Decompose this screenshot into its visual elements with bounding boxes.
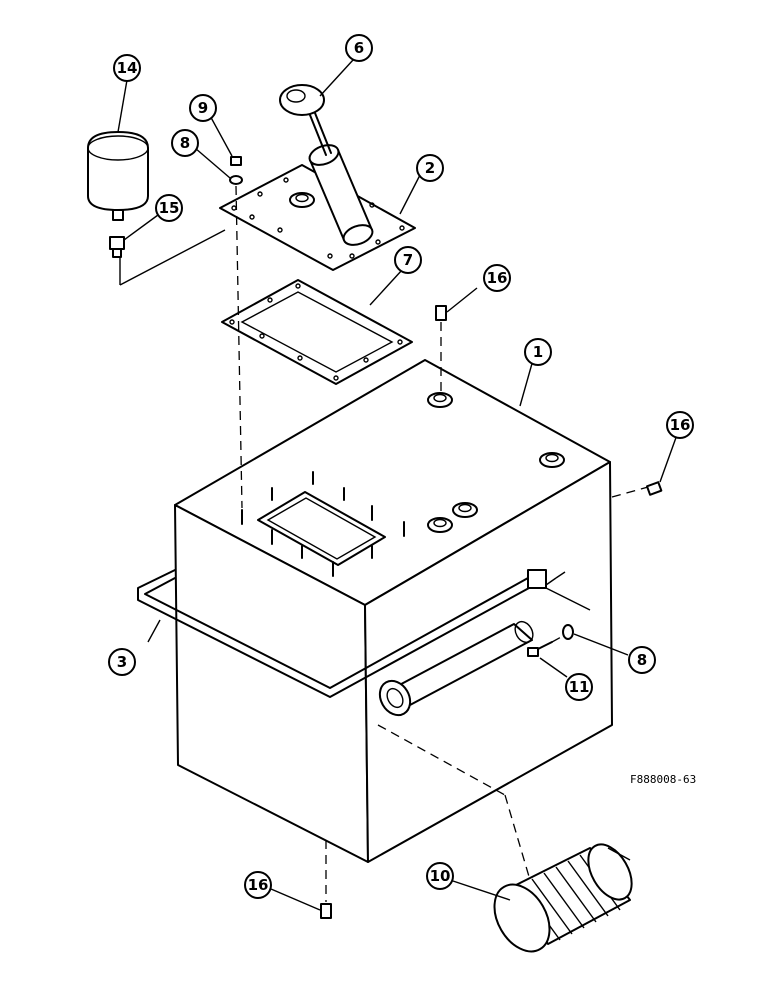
callout-label: 14 (117, 59, 138, 77)
callout-16-right: 16 (666, 411, 694, 439)
callout-14: 14 (113, 54, 141, 82)
callout-9: 9 (189, 94, 217, 122)
plug-bottom (320, 903, 332, 919)
drawing-code: F888008-63 (630, 773, 696, 786)
callout-leaders (117, 59, 679, 911)
inspection-opening (257, 491, 386, 566)
plug-top (435, 305, 447, 321)
callout-label: 6 (354, 39, 364, 57)
callout-3: 3 (108, 648, 136, 676)
callout-1: 1 (524, 338, 552, 366)
breather (87, 131, 149, 221)
callout-11: 11 (565, 673, 593, 701)
gasket (221, 279, 413, 385)
callout-label: 8 (637, 651, 647, 669)
cover-plate (219, 164, 416, 271)
callout-label: 10 (430, 867, 451, 885)
suction-pipe (378, 620, 534, 717)
callout-15: 15 (155, 194, 183, 222)
assembly-lines (235, 185, 649, 902)
callout-6: 6 (345, 34, 373, 62)
plug-right (645, 481, 663, 496)
callout-label: 16 (670, 416, 691, 434)
callout-8-right: 8 (628, 646, 656, 674)
callout-7: 7 (394, 246, 422, 274)
callout-16-bottom: 16 (244, 871, 272, 899)
filler-tube (308, 144, 374, 246)
mounting-strap (137, 569, 566, 698)
callout-8-top: 8 (171, 129, 199, 157)
callout-16-top: 16 (483, 264, 511, 292)
filter-element (493, 843, 633, 953)
callout-label: 15 (159, 199, 180, 217)
callout-label: 16 (248, 876, 269, 894)
callout-label: 8 (180, 134, 190, 152)
callout-10: 10 (426, 862, 454, 890)
cover-studs (241, 471, 405, 577)
nut-washer (229, 156, 243, 185)
callout-label: 1 (533, 343, 543, 361)
callout-2: 2 (416, 154, 444, 182)
top-fittings (427, 392, 565, 533)
callout-label: 16 (487, 269, 508, 287)
callout-label: 3 (117, 653, 127, 671)
breather-fitting (109, 229, 226, 286)
callout-label: 7 (403, 251, 413, 269)
callout-label: 11 (569, 678, 590, 696)
bolt-washer-right (527, 624, 574, 657)
callout-label: 2 (425, 159, 435, 177)
callout-label: 9 (198, 99, 208, 117)
dipstick-cap (279, 84, 332, 156)
tank-body (174, 359, 613, 863)
